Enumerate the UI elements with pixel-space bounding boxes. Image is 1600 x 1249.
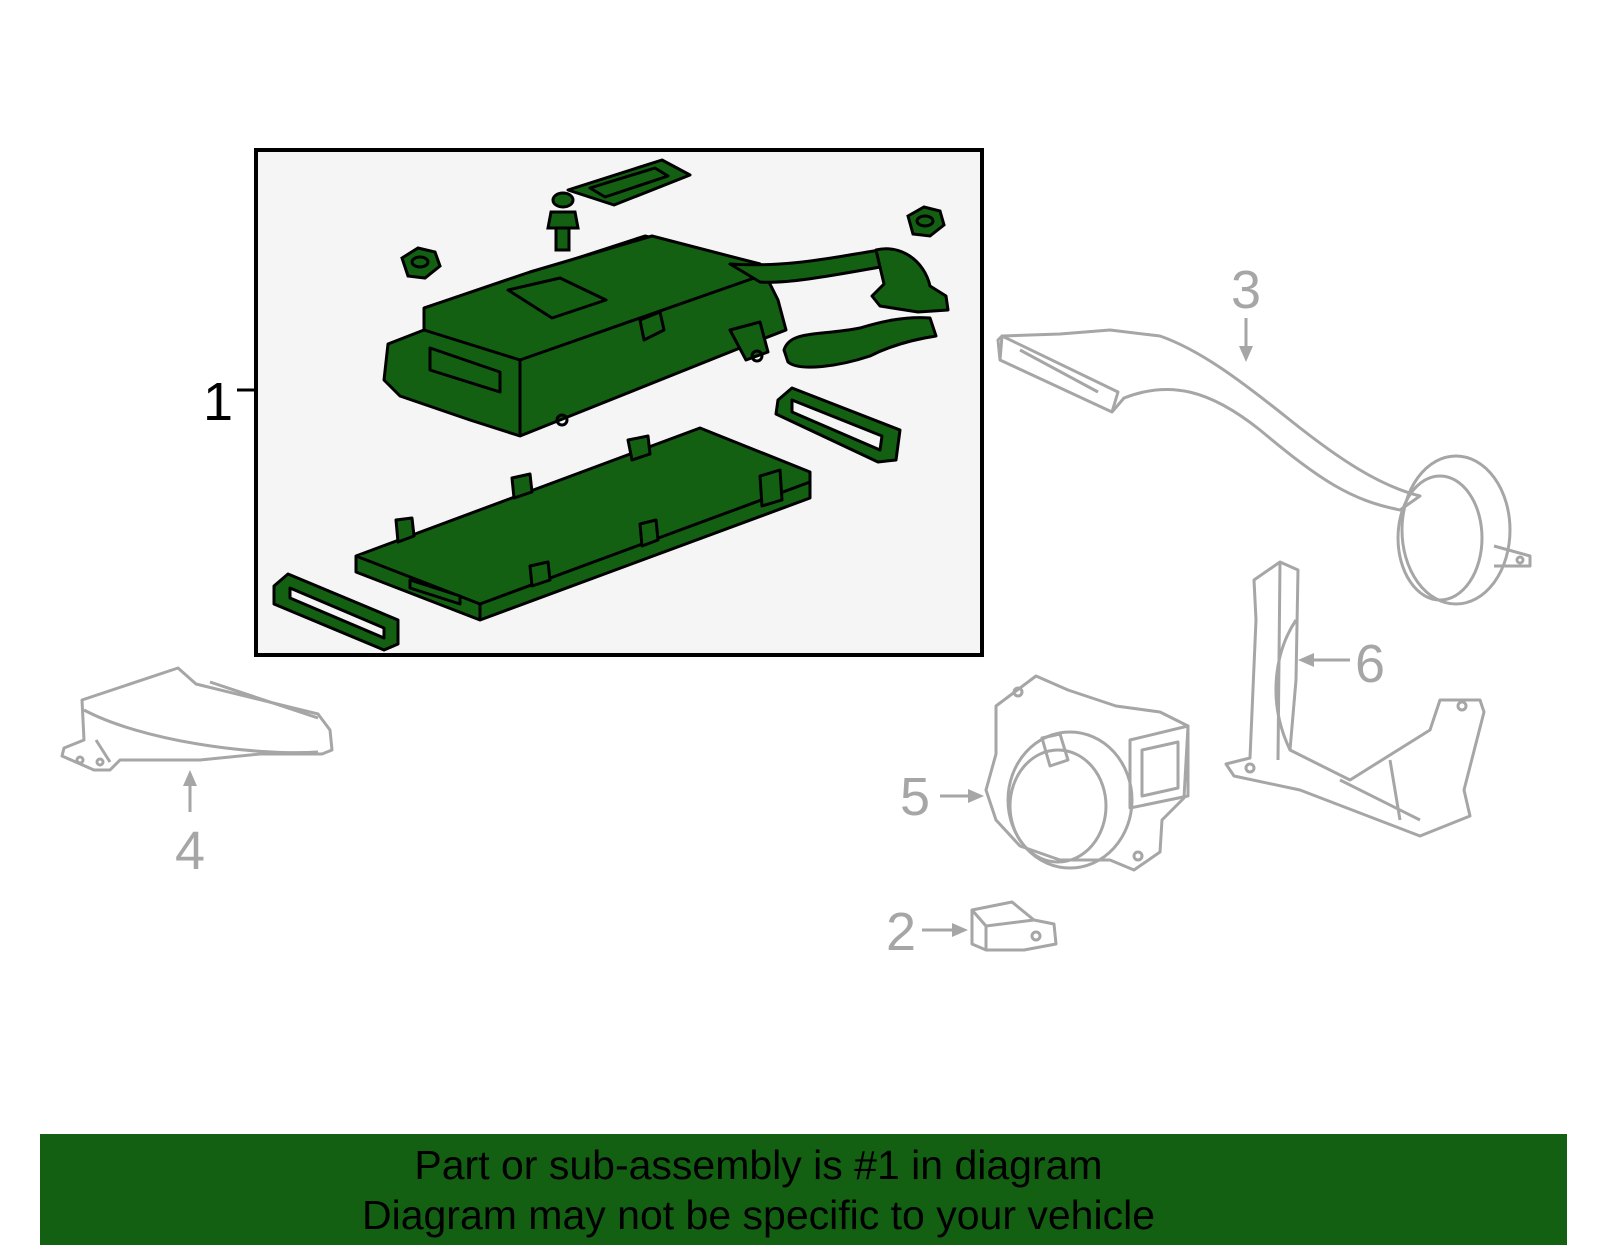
callout-3[interactable]: 3 <box>1231 260 1261 320</box>
callout-5[interactable]: 5 <box>900 767 930 827</box>
callout-2-arrowhead <box>952 923 968 937</box>
gasket-right <box>774 386 902 464</box>
nut-left <box>400 246 442 280</box>
callout-6-arrowhead <box>1298 653 1314 667</box>
part-6-bracket[interactable] <box>1224 560 1486 838</box>
callout-3-arrowhead <box>1239 346 1253 362</box>
nut-right <box>906 205 946 238</box>
callout-4-arrowhead <box>183 770 197 786</box>
wiring-harness <box>728 247 950 369</box>
part-2-clip[interactable] <box>970 900 1058 952</box>
gasket-top <box>566 158 692 207</box>
callout-5-arrowhead <box>968 789 984 803</box>
footer-line-1: Part or sub-assembly is #1 in diagram <box>414 1141 1103 1188</box>
gasket-bottom <box>272 572 400 652</box>
footer-line-2: Diagram may not be specific to your vehi… <box>361 1191 1155 1238</box>
assembly-1-group[interactable] <box>254 148 984 657</box>
part-5-blower[interactable] <box>984 674 1190 872</box>
control-module <box>382 234 788 438</box>
bolt <box>546 191 580 252</box>
footer-banner: Part or sub-assembly is #1 in diagram Di… <box>40 1134 1567 1245</box>
part-3-duct[interactable] <box>996 328 1532 606</box>
lower-tray <box>354 426 812 622</box>
callout-1[interactable]: 1 <box>203 372 233 432</box>
assembly-1-box[interactable] <box>254 148 984 657</box>
callout-2[interactable]: 2 <box>886 902 916 962</box>
callout-6[interactable]: 6 <box>1355 634 1385 694</box>
part-4-duct[interactable] <box>60 666 334 772</box>
callout-4[interactable]: 4 <box>175 821 205 881</box>
